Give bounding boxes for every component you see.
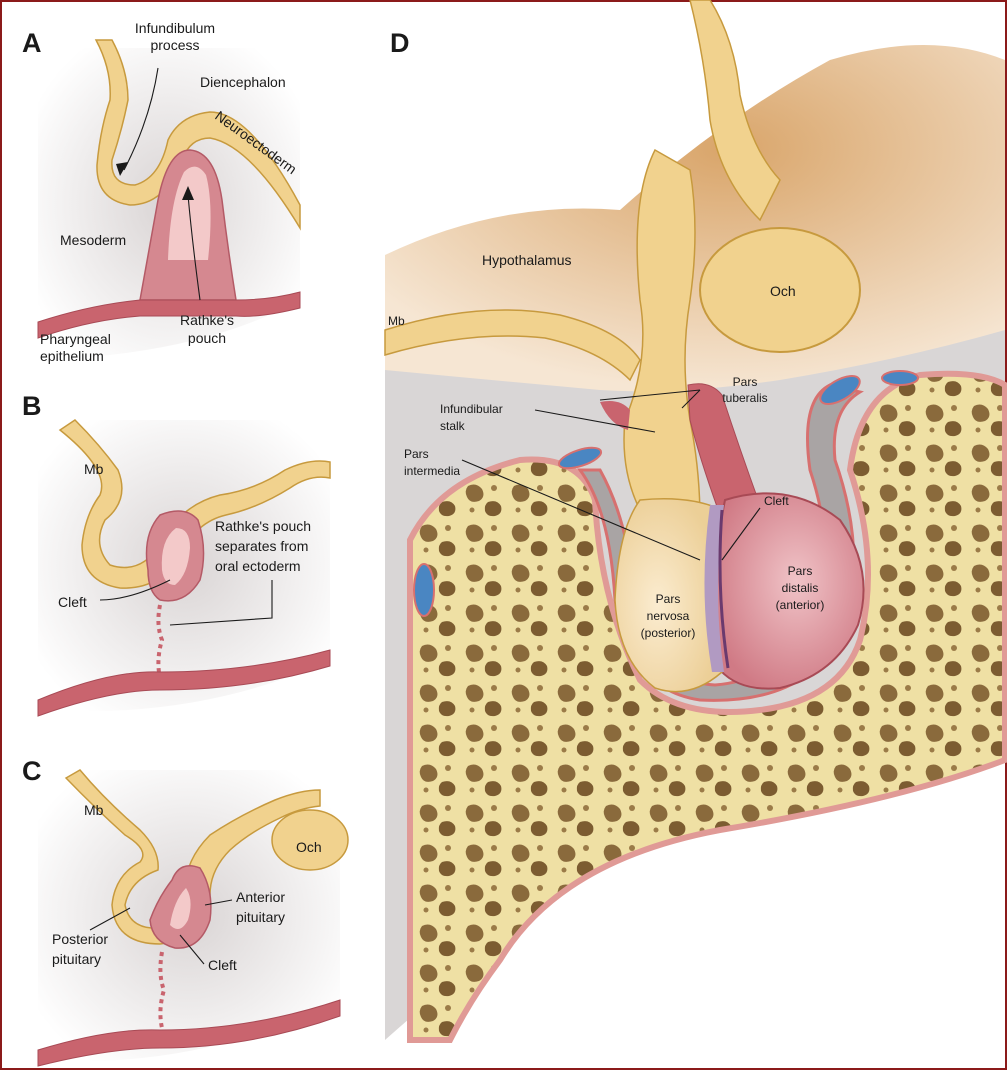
panel-b-label-separates-3: oral ectoderm	[215, 558, 301, 574]
label-infundibulum-process: process	[150, 37, 199, 53]
panel-d-vessel-4	[882, 371, 918, 385]
panel-c-label-posterior-2: pituitary	[52, 951, 101, 967]
panel-d-label-hypothalamus: Hypothalamus	[482, 252, 572, 268]
panel-c-letter: C	[22, 756, 42, 786]
panel-c-label-posterior-1: Posterior	[52, 931, 108, 947]
panel-d-label-pars-intermedia-1: Pars	[404, 447, 429, 461]
label-epithelium: epithelium	[40, 348, 104, 364]
panel-b-label-cleft: Cleft	[58, 594, 87, 610]
label-diencephalon: Diencephalon	[200, 74, 286, 90]
panel-d-label-infundibular-2: stalk	[440, 419, 466, 433]
panel-d-label-pars-intermedia-2: intermedia	[404, 464, 460, 478]
panel-d-label-pars-tuberalis-2: tuberalis	[722, 391, 767, 405]
label-mesoderm: Mesoderm	[60, 232, 126, 248]
label-infundibulum: Infundibulum	[135, 20, 215, 36]
panel-d-label-pars-nervosa-2: nervosa	[647, 609, 690, 623]
panel-d-label-pars-distalis-3: (anterior)	[776, 598, 825, 612]
panel-d-label-cleft: Cleft	[764, 494, 789, 508]
panel-d: D Hypothalamus Och Mb Pars tuberalis Inf…	[385, 0, 1005, 1040]
panel-c-label-mb: Mb	[84, 802, 104, 818]
panel-c: C Mb Och Anterior pituitary Posterior pi…	[22, 756, 348, 1066]
panel-b-label-separates-1: Rathke's pouch	[215, 518, 311, 534]
panel-d-label-och: Och	[770, 283, 796, 299]
panel-d-letter: D	[390, 28, 410, 58]
panel-d-label-pars-nervosa-3: (posterior)	[641, 626, 696, 640]
panel-d-label-infundibular-1: Infundibular	[440, 402, 503, 416]
panel-c-label-cleft: Cleft	[208, 957, 237, 973]
panel-c-label-anterior-2: pituitary	[236, 909, 285, 925]
panel-a: A Infundibulum process Diencephalon Neur…	[22, 20, 300, 364]
panel-d-label-pars-distalis-1: Pars	[788, 564, 813, 578]
panel-c-label-och: Och	[296, 839, 322, 855]
panel-d-label-pars-distalis-2: distalis	[782, 581, 819, 595]
panel-b-label-mb: Mb	[84, 461, 104, 477]
panel-d-label-pars-nervosa-1: Pars	[656, 592, 681, 606]
label-pouch: pouch	[188, 330, 226, 346]
panel-d-vessel-3	[414, 564, 434, 616]
label-pharyngeal: Pharyngeal	[40, 331, 111, 347]
panel-a-letter: A	[22, 28, 42, 58]
panel-b: B Mb Rathke's pouch separates from oral …	[22, 391, 330, 716]
panel-b-label-separates-2: separates from	[215, 538, 308, 554]
panel-c-label-anterior-1: Anterior	[236, 889, 285, 905]
panel-d-label-pars-tuberalis-1: Pars	[733, 375, 758, 389]
label-rathkes: Rathke's	[180, 312, 234, 328]
panel-b-letter: B	[22, 391, 42, 421]
panel-d-label-mb: Mb	[388, 314, 405, 328]
